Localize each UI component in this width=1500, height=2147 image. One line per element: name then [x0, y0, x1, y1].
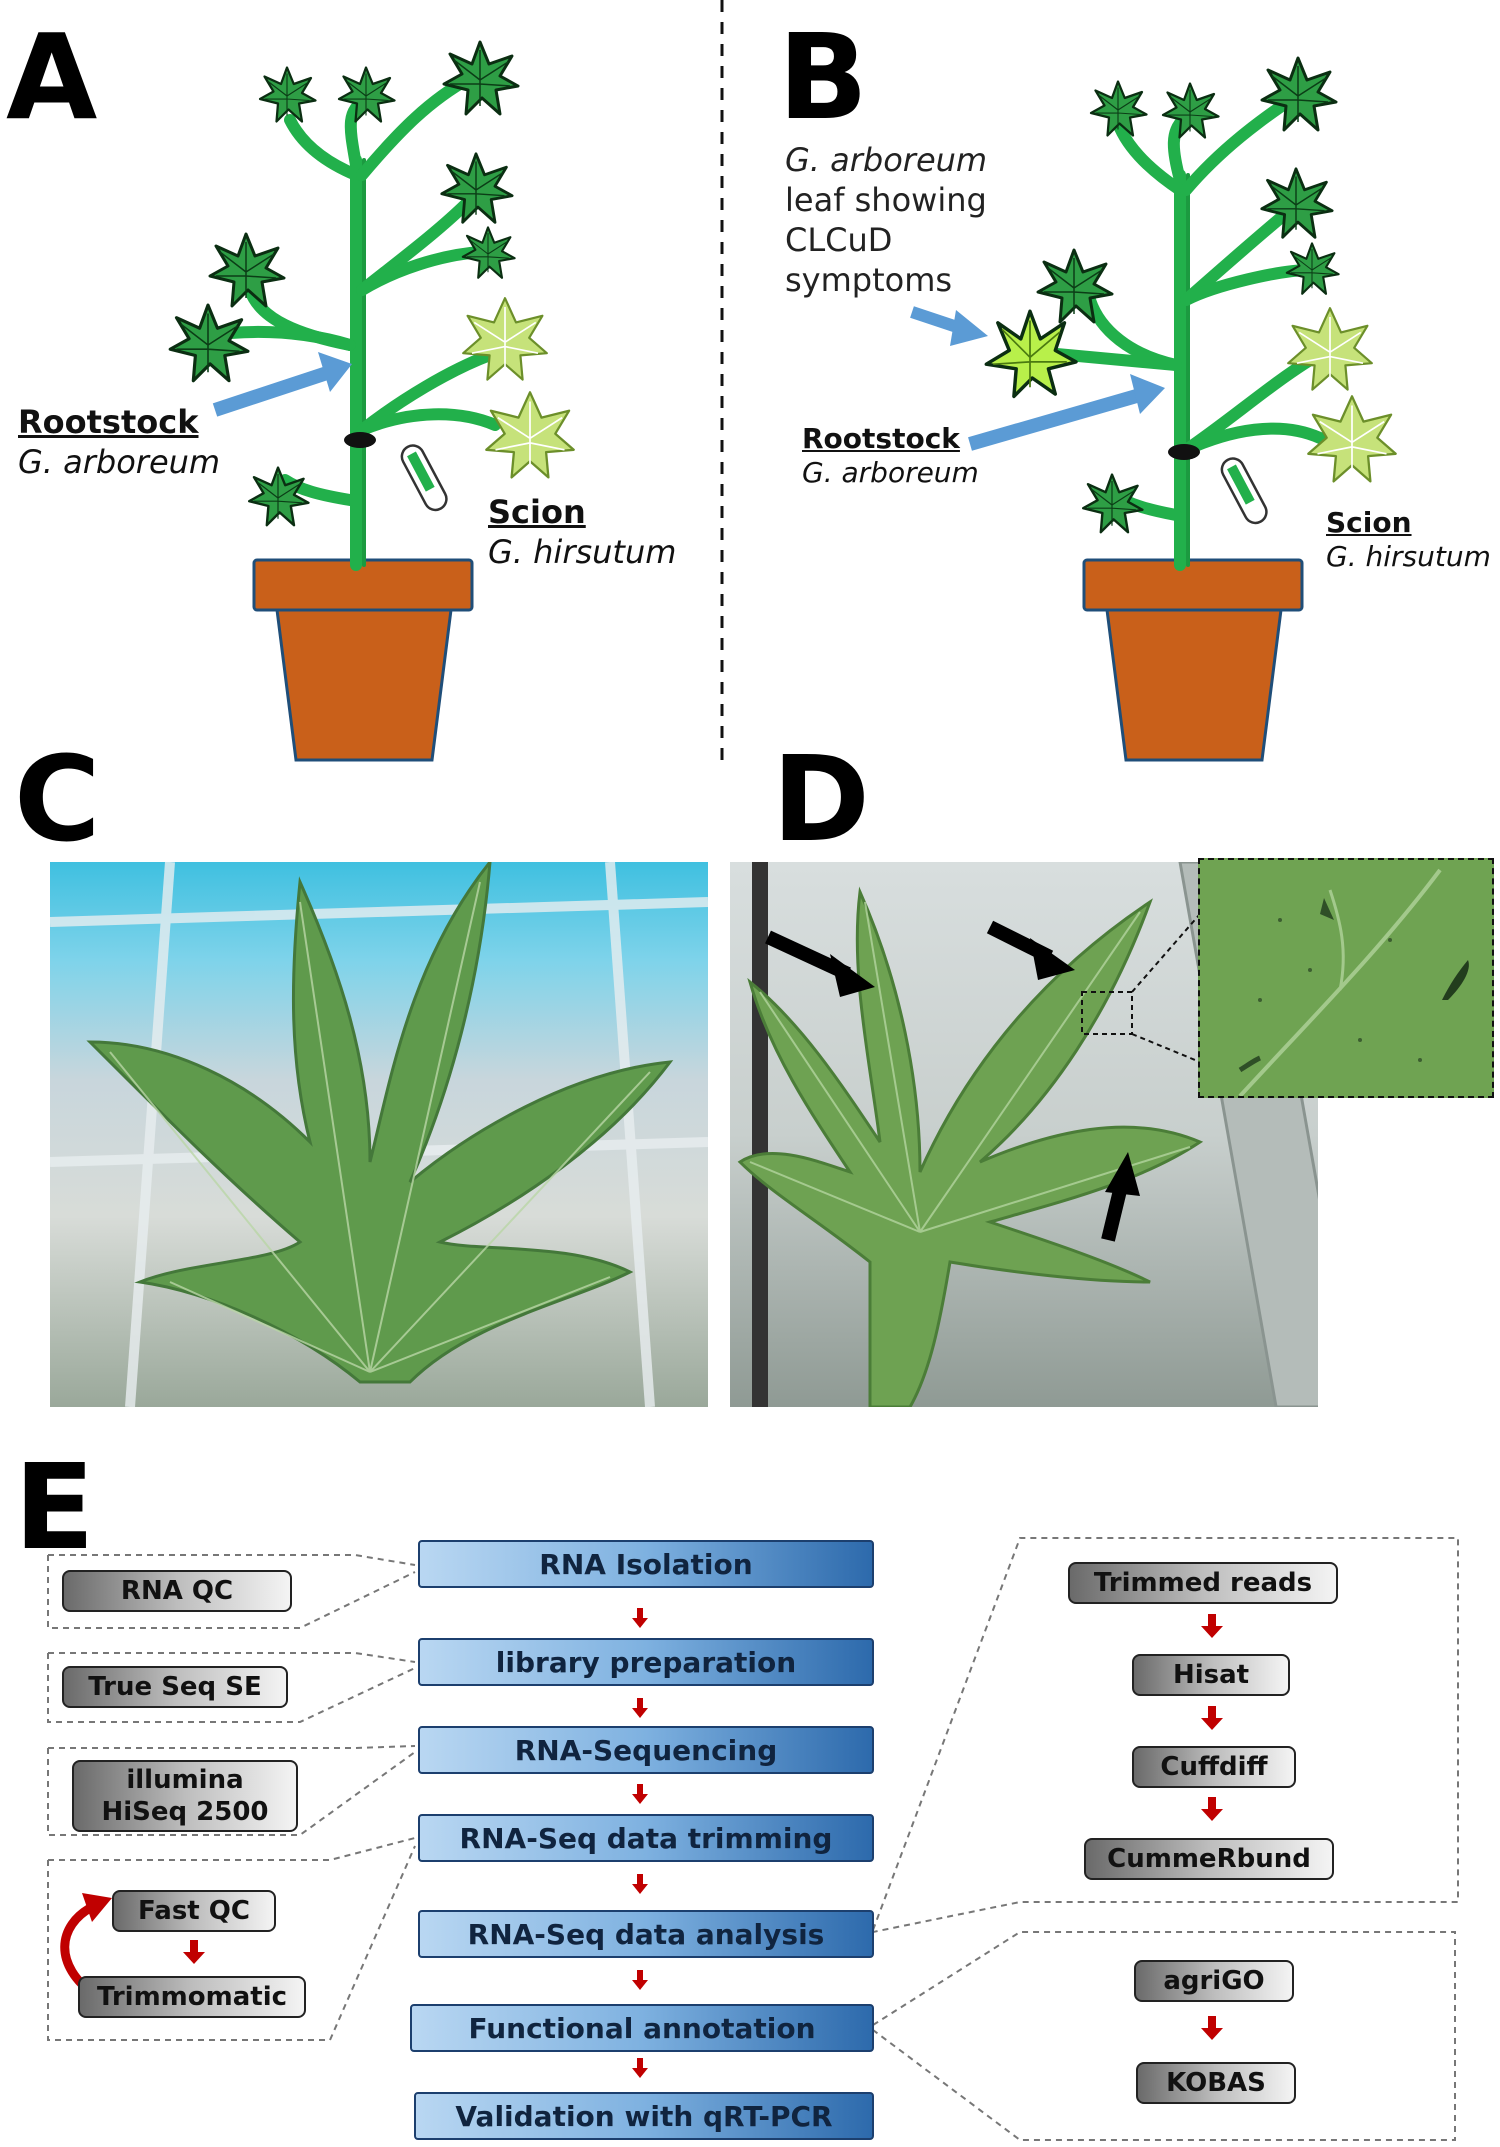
panel-a-scion-title: Scion [488, 493, 586, 531]
workflow-connectors [47, 1537, 1459, 2141]
step-functional-annotation: Functional annotation [410, 2004, 874, 2052]
panel-b-note-line4: symptoms [785, 261, 953, 299]
workflow-step-arrows [183, 1608, 1223, 2078]
panel-b-note-arrow [910, 306, 962, 334]
tool-trimmomatic: Trimmomatic [78, 1976, 306, 2018]
step-data-analysis: RNA-Seq data analysis [418, 1910, 874, 1958]
panel-letter-b: B [778, 8, 868, 146]
tool-illumina-line1: illumina [126, 1765, 244, 1795]
panel-b-scion-species: G. hirsutum [1326, 540, 1491, 573]
panel-b-clcud-leaf [984, 309, 1078, 399]
panel-d-zoom-drawing [1238, 868, 1469, 1096]
panel-a-pot [252, 558, 474, 762]
tool-cummerbund: CummeRbund [1084, 1838, 1334, 1880]
tool-trimmed-reads: Trimmed reads [1068, 1562, 1338, 1604]
panel-d-zoom-inset [1198, 858, 1494, 1098]
panel-b-note-species: G. arboreum [785, 141, 988, 179]
tool-fastqc: Fast QC [112, 1890, 276, 1932]
panel-letter-a: A [6, 8, 98, 146]
step-rna-isolation: RNA Isolation [418, 1540, 874, 1588]
panel-letter-e: E [14, 1438, 95, 1576]
tool-hisat: Hisat [1132, 1654, 1290, 1696]
panel-a-rootstock-label: Rootstock G. arboreum [18, 402, 220, 482]
panel-b-rootstock-label: Rootstock G. arboreum [802, 422, 979, 490]
panel-c-leaf-photo [50, 862, 708, 1407]
step-qrt-pcr-validation: Validation with qRT-PCR [414, 2092, 874, 2140]
panel-b-scion-label: Scion G. hirsutum [1326, 506, 1491, 574]
tool-kobas: KOBAS [1136, 2062, 1296, 2104]
panel-b-note-line3: CLCuD [785, 221, 893, 259]
panel-a-rootstock-arrow [212, 365, 333, 417]
panel-d-leaf-photo [730, 862, 1318, 1407]
tool-agrigo: agriGO [1134, 1960, 1294, 2002]
tool-trueseq-se: True Seq SE [62, 1666, 288, 1708]
panel-a-scion-label: Scion G. hirsutum [488, 492, 676, 572]
panel-a-scion-species: G. hirsutum [488, 533, 677, 571]
panel-letter-c: C [14, 730, 101, 868]
panel-c-leaf-drawing [50, 862, 708, 1407]
panel-letter-d: D [772, 730, 870, 868]
panel-a-rootstock-species: G. arboreum [18, 443, 221, 481]
step-data-trimming: RNA-Seq data trimming [418, 1814, 874, 1862]
tool-illumina-line2: HiSeq 2500 [101, 1797, 269, 1827]
panel-b-rootstock-title: Rootstock [802, 422, 960, 455]
panel-b-pot [1082, 558, 1304, 762]
step-library-preparation: library preparation [418, 1638, 874, 1686]
tool-cuffdiff: Cuffdiff [1132, 1746, 1296, 1788]
panel-b-rootstock-arrow [968, 388, 1142, 451]
panel-a-plant [168, 40, 575, 762]
panel-b-scion-title: Scion [1326, 506, 1412, 539]
panel-d-enation-arrows [765, 920, 1140, 1242]
tool-illumina-hiseq: illumina HiSeq 2500 [72, 1760, 298, 1832]
panel-b-rootstock-species: G. arboreum [802, 456, 979, 489]
panel-b-symptom-note: G. arboreum leaf showing CLCuD symptoms [785, 140, 987, 300]
panel-b-note-line2: leaf showing [785, 181, 987, 219]
panel-b-plant [910, 56, 1397, 762]
step-rna-sequencing: RNA-Sequencing [418, 1726, 874, 1774]
panel-a-rootstock-title: Rootstock [18, 403, 199, 441]
tool-rna-qc: RNA QC [62, 1570, 292, 1612]
